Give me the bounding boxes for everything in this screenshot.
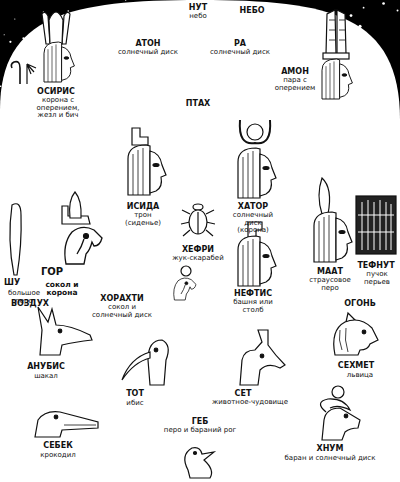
god-name: ТЕФНУТ — [356, 262, 396, 271]
god-name: НЕБО — [235, 7, 269, 16]
attribute-note: шакал — [26, 373, 66, 381]
star — [382, 2, 385, 5]
god-name: ХАТОР — [233, 203, 273, 212]
star — [0, 86, 1, 88]
god-name: ОГОНЬ — [340, 300, 380, 309]
god-name: МААТ — [312, 268, 348, 277]
star — [397, 10, 399, 12]
attribute-note: животное-чудовище — [210, 399, 290, 407]
god-name: ГОР — [37, 267, 67, 278]
star — [4, 34, 5, 35]
god-name: АМОН — [275, 68, 315, 77]
god-name: СЕТ — [228, 390, 258, 399]
attribute-note: пара с оперением — [270, 77, 320, 92]
attribute-note: страусовое перо — [306, 277, 354, 292]
attribute-note: солнечный диск — [118, 49, 178, 57]
attribute-note: жук-скарабей — [168, 255, 228, 263]
god-name: АТОН — [128, 40, 168, 49]
star — [350, 14, 353, 17]
god-name: ХОРАХТИ — [97, 295, 147, 304]
god-name: ВОЗДУХ — [5, 300, 55, 309]
attribute-note: ибис — [120, 400, 150, 408]
attribute-note: корона с оперением, жезл и бич — [27, 97, 89, 120]
attribute-note: солнечный диск (корона) — [228, 212, 278, 235]
god-name: НУТ — [183, 4, 213, 13]
god-name: РА — [225, 40, 255, 49]
attribute-note: солнечный диск — [210, 49, 270, 57]
star — [67, 10, 69, 12]
star — [14, 18, 15, 19]
star — [125, 0, 126, 1]
god-name: ШУ — [4, 279, 20, 288]
god-name: ПТАХ — [181, 100, 215, 109]
attribute-note: баран и солнечный диск — [280, 455, 380, 463]
god-name: ГЕБ — [185, 418, 215, 427]
attribute-note: сокол и солнечный диск — [87, 304, 157, 319]
attribute-note: пучок перьев — [357, 271, 397, 286]
attribute-note: перо и бараний рог — [160, 427, 240, 435]
star — [9, 41, 11, 43]
attribute-note: башня или столб — [223, 299, 283, 314]
god-name: СЕБЕК — [38, 442, 78, 451]
god-name: НЕФТИС — [228, 290, 278, 299]
god-name: ОСИРИС — [31, 88, 81, 97]
attribute-note: трон (сиденье) — [117, 212, 169, 227]
attribute-note: львица — [340, 372, 380, 380]
god-figures — [10, 10, 396, 478]
attribute-note: небо — [183, 13, 213, 21]
god-name: СЕХМЕТ — [331, 362, 381, 371]
star — [363, 7, 365, 9]
god-name: ТОТ — [120, 390, 150, 399]
god-name: АНУБИС — [21, 363, 71, 372]
attribute-note: крокодил — [38, 452, 78, 460]
god-name: ХНУМ — [310, 445, 350, 454]
god-name: ИСИДА — [123, 203, 163, 212]
god-name: ХЕФРИ — [178, 246, 218, 255]
attribute-note: сокол и корона — [34, 281, 90, 297]
